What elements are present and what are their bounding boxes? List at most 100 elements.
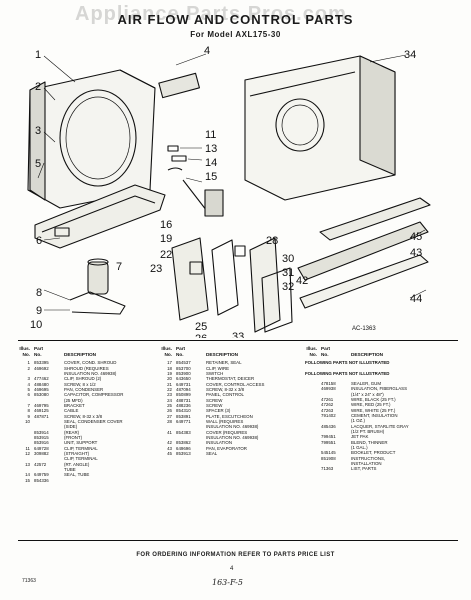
not-illustrated-notice-2: FOLLOWING PARTS NOT ILLUSTRATED: [305, 370, 390, 376]
part-number: 487094: [176, 386, 191, 392]
part-description: (FRONT): [64, 435, 83, 440]
part-description: WIRE, WHITE (25 FT.): [351, 407, 396, 413]
part-number: 649728: [34, 445, 49, 451]
part-description: INSULATION NO. 469938): [206, 435, 259, 440]
table-row: (1 GAL.): [305, 445, 460, 450]
part-number: 477462: [34, 376, 49, 382]
illus-number: 27: [167, 413, 172, 419]
part-description: UNIT, SUPPORT: [64, 440, 98, 446]
part-number: 853700: [176, 365, 191, 371]
part-number: 850899: [176, 392, 191, 398]
callout-8: 8: [36, 287, 42, 299]
part-number: 469938: [321, 386, 336, 392]
part-description: PAN, EVAPORATOR: [206, 445, 247, 451]
illus-number: 3: [27, 376, 30, 382]
part-number: 485436: [321, 423, 336, 429]
part-number: 469692: [34, 365, 49, 371]
table-row: (1/2 PT. BRUSH): [305, 429, 460, 434]
illus-number: 11: [25, 445, 30, 451]
callout-32: 32: [282, 281, 294, 293]
part-description: WIRE, BLACK (25 FT.): [351, 396, 396, 402]
illus-number: 15: [25, 477, 30, 483]
capacitor-drawing: [69, 258, 126, 315]
illus-number: 21: [167, 381, 172, 387]
part-description: PLATE, ESCUTCHEON: [206, 413, 253, 419]
part-number: 853916: [34, 440, 49, 446]
part-description: CABLE: [64, 408, 79, 414]
illus-number: 43: [167, 445, 172, 451]
callout-25: 25: [195, 321, 207, 333]
part-description: (RT. ANGLE): [64, 461, 90, 467]
page-title: AIR FLOW AND CONTROL PARTS: [117, 12, 354, 27]
part-number: 851908: [321, 455, 336, 461]
part-number: 469695: [34, 386, 49, 392]
part-description: SCREW, 8-32 x 3/8: [206, 386, 245, 392]
callout-30: 30: [282, 253, 294, 265]
part-number: 853080: [34, 392, 49, 398]
part-number: 853913: [176, 451, 191, 457]
part-number: 649731: [176, 381, 191, 387]
part-number: 853915: [34, 435, 49, 440]
callout-9: 9: [36, 305, 42, 317]
column-header: Illus.Part No.No.DESCRIPTION: [161, 346, 239, 357]
illus-number: 28: [167, 418, 172, 424]
illus-number: 2: [27, 365, 30, 371]
part-description: (SIDE): [64, 424, 78, 430]
illus-number: 6: [27, 392, 30, 398]
part-description: SEAL: [206, 451, 218, 457]
table-row: (25 MFD): [18, 398, 144, 403]
part-description: PAN, CONDENSER: [64, 386, 104, 392]
illus-number: [305, 466, 321, 471]
part-number: 469795: [34, 402, 49, 408]
part-description: (1 OZ.): [351, 418, 365, 424]
part-description: SCREW, 8 x 1/2: [64, 381, 96, 387]
part-number: 854310: [176, 408, 191, 414]
illus-number: 18: [167, 365, 172, 371]
part-description: INSULATION: [206, 440, 233, 446]
part-number: 71363: [321, 466, 334, 472]
column-header: Illus.Part No.No.DESCRIPTION: [306, 346, 384, 357]
part-description: [64, 478, 144, 483]
callout-31: 31: [282, 267, 294, 279]
part-number: 487871: [34, 413, 49, 419]
part-description: BLEND, THINNER: [351, 439, 388, 445]
part-description: LACQUER, STARLITE GRAY: [351, 423, 409, 429]
part-description: (REAR): [64, 429, 80, 435]
callout-11: 11: [205, 129, 216, 141]
part-description: RETAINER, SEAL: [206, 360, 242, 366]
illus-number: 19: [167, 370, 172, 376]
not-illustrated-notice: FOLLOWING PARTS NOT ILLUSTRATED: [305, 360, 390, 366]
part-description: PANEL, CONTROL: [206, 392, 244, 398]
part-description: INSULATION NO. 469938): [206, 424, 259, 430]
callout-43: 43: [410, 247, 422, 259]
part-number: 853900: [176, 370, 191, 376]
part-description: COVER, CONTROL ACCESS: [206, 381, 265, 387]
callout-33: 33: [232, 331, 244, 338]
part-description: SCREW, 8-32 x 3/8: [64, 413, 103, 419]
part-description: SCREW: [206, 397, 223, 403]
part-number: 478158: [321, 380, 336, 386]
document-number: 71363: [22, 578, 36, 584]
table-row: 485436 LACQUER, STARLITE GRAY: [305, 424, 460, 429]
part-description: CLIP, SHROUD (2): [64, 376, 102, 382]
illus-number: 45: [167, 451, 172, 457]
part-description: (1/4" x 24" x 48"): [351, 391, 384, 397]
callout-1: 1: [35, 49, 41, 61]
exploded-parts-diagram: 1 2 3 5 6 8 9 10 7 4 34 11 13 14 15 16 1…: [27, 45, 431, 338]
part-number: 853914: [34, 429, 49, 435]
